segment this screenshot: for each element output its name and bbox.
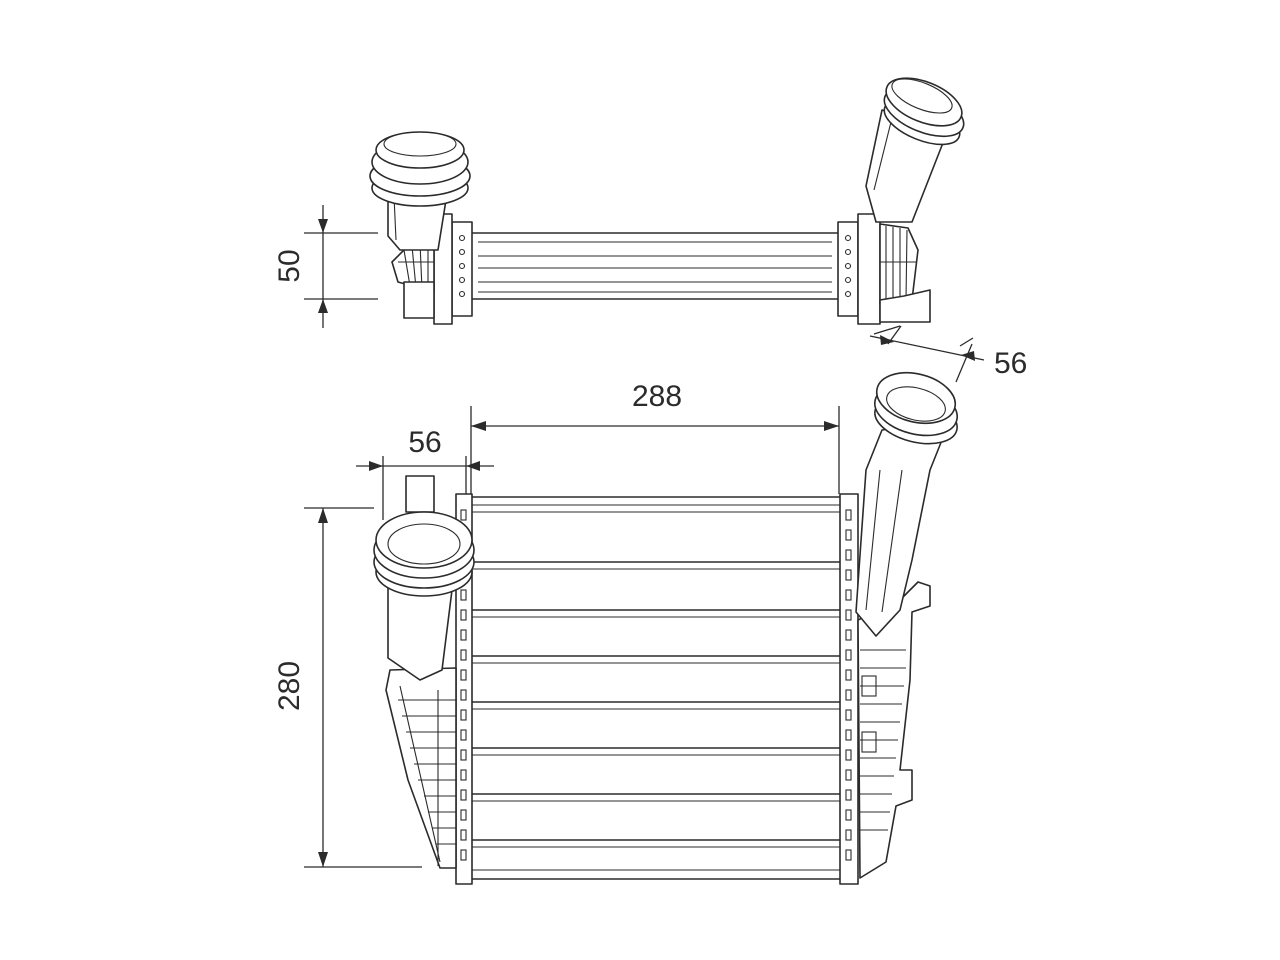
- top-view-left-tank: [369, 131, 473, 325]
- dimension-top-height-label: 50: [273, 249, 306, 282]
- front-view-right-tank: [855, 371, 958, 879]
- dimension-top-depth-label: 56: [994, 347, 1027, 380]
- dimension-core-height-label: 280: [273, 661, 306, 711]
- front-view-left-tank: [373, 475, 475, 869]
- dimension-top-height: 50: [273, 205, 378, 328]
- dimension-inlet-offset: 56: [356, 426, 494, 520]
- dimension-core-width: 288: [470, 380, 840, 494]
- front-view-left-plate: [455, 493, 473, 885]
- top-view: 50 56: [273, 77, 1027, 383]
- front-view: 288 56 280: [273, 371, 958, 885]
- dimension-inlet-offset-label: 56: [408, 426, 441, 459]
- dimension-top-depth: 56: [869, 325, 1027, 383]
- dimension-core-height: 280: [273, 507, 422, 868]
- top-view-core: [467, 232, 841, 300]
- front-view-core: [467, 496, 843, 880]
- top-view-right-tank: [837, 77, 965, 325]
- front-view-right-plate: [839, 493, 859, 885]
- dimension-core-width-label: 288: [632, 380, 682, 413]
